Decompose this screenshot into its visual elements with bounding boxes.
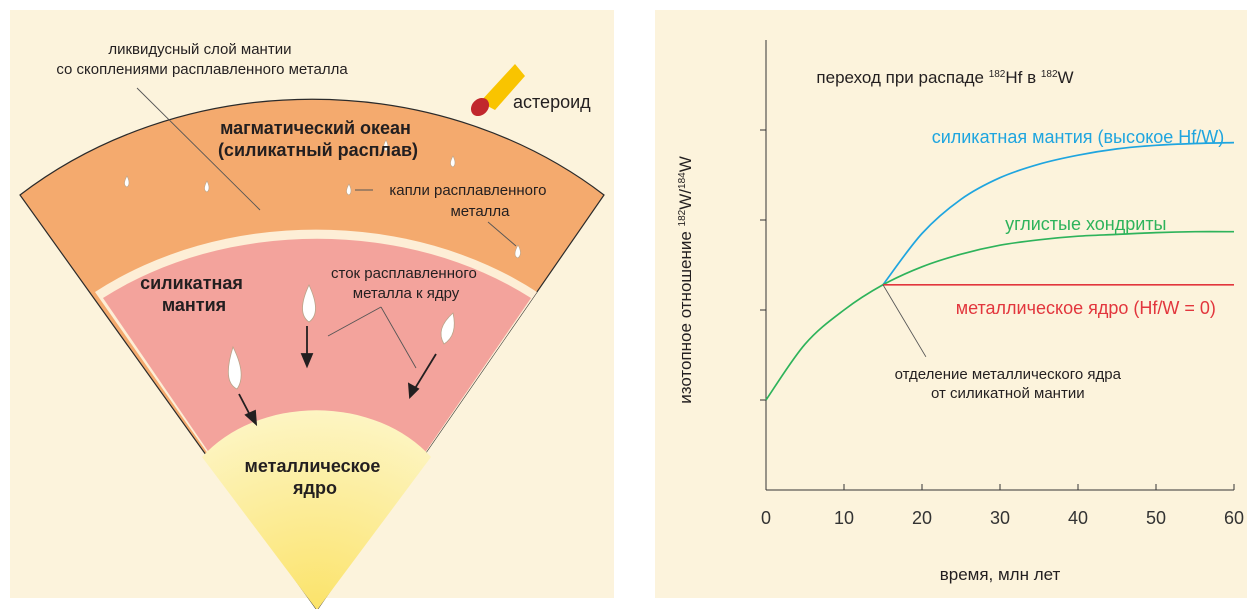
liquidus-leader-line — [136, 87, 261, 211]
x-tick-label: 10 — [834, 508, 854, 528]
annotation-leader-line — [882, 284, 927, 358]
chart-series — [765, 141, 1235, 401]
series-label: углистые хондриты — [1005, 214, 1166, 234]
isotope-chart-panel: 0 10 20 30 40 50 60 силикатная мантия (высокое… — [655, 10, 1247, 598]
droplets-label: капли расплавленного металла — [389, 182, 550, 220]
droplets-leader-line-2 — [487, 221, 517, 247]
y-axis-label: изотопное отношение 182W/184W — [676, 156, 695, 404]
core-label: металлическое ядро — [245, 456, 386, 498]
metal-droplet — [383, 139, 389, 152]
sinking-drop — [228, 345, 242, 390]
series-label: металлическое ядро (Hf/W = 0) — [956, 298, 1216, 318]
asteroid-label: астероид — [513, 92, 591, 112]
magma-ocean-label: магматический океан (силикатный расплав) — [218, 118, 418, 160]
series-line — [765, 230, 1235, 401]
isotope-chart: 0 10 20 30 40 50 60 силикатная мантия (высокое… — [676, 40, 1244, 584]
x-tick-label: 0 — [761, 508, 771, 528]
sink-label: сток расплавленного металла к ядру — [331, 265, 481, 302]
planet-diagram-panel: ликвидусный слой мантии со скоплениями р… — [10, 10, 614, 609]
planet-cross-section: ликвидусный слой мантии со скоплениями р… — [19, 41, 605, 609]
series-line — [882, 141, 1235, 286]
x-axis-label: время, млн лет — [940, 565, 1061, 584]
chart-labels: силикатная мантия (высокое Hf/W) углистые… — [676, 68, 1224, 584]
sink-arrow — [413, 353, 437, 391]
x-tick-label: 30 — [990, 508, 1010, 528]
x-tick-label: 40 — [1068, 508, 1088, 528]
sinking-drop — [440, 312, 455, 345]
sink-leader-line — [380, 306, 417, 369]
liquidus-label: ликвидусный слой мантии со скоплениями р… — [56, 41, 348, 78]
metallic-core — [202, 410, 431, 609]
sink-leader-line — [327, 306, 382, 337]
x-tick-label: 60 — [1224, 508, 1244, 528]
x-tick-label: 50 — [1146, 508, 1166, 528]
sinking-drop — [302, 284, 316, 323]
metal-droplet — [346, 183, 352, 196]
metal-droplet — [204, 180, 210, 193]
chart-title: переход при распаде 182Hf в 182W — [816, 68, 1073, 87]
chart-axes: 0 10 20 30 40 50 60 — [760, 40, 1244, 528]
metal-droplet — [450, 155, 456, 168]
metal-droplet — [124, 175, 130, 188]
metal-droplet — [514, 244, 521, 259]
asteroid — [470, 64, 525, 117]
series-label: силикатная мантия (высокое Hf/W) — [932, 127, 1225, 147]
mantle-label: силикатная мантия — [140, 273, 248, 315]
x-tick-label: 20 — [912, 508, 932, 528]
